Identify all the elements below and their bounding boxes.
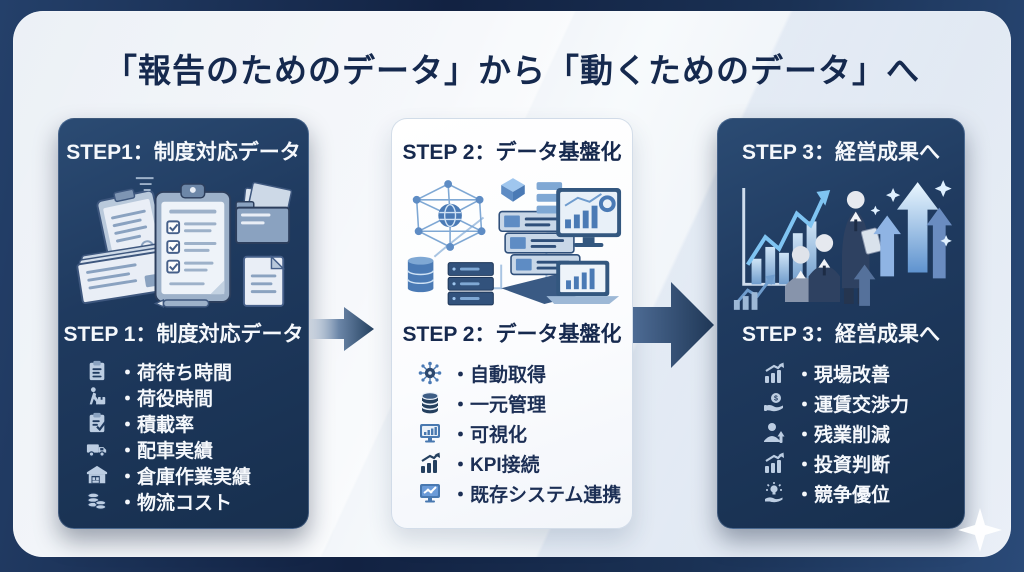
list-item: ・既存システム連携	[418, 478, 632, 508]
step1-header: STEP1：制度対応データ	[66, 141, 301, 164]
step1-documents-illustration	[75, 177, 292, 309]
step2-header: STEP 2：データ基盤化	[402, 141, 622, 164]
step1-item-list: ・荷待ち時間 ・荷役時間 ・積載率 ・配車実績 ・倉庫作業実績 ・物流コスト	[59, 358, 308, 514]
item-label: ・物流コスト	[118, 492, 233, 514]
list-item: ・競争優位	[762, 478, 964, 508]
idea-hand-icon	[762, 481, 786, 505]
item-label: ・現場改善	[795, 364, 891, 386]
database-icon	[418, 391, 442, 415]
list-item: ・一元管理	[418, 388, 632, 418]
step2-to-step3-arrow	[633, 282, 714, 368]
item-label: ・残業削減	[795, 424, 891, 446]
list-item: ・物流コスト	[85, 488, 308, 514]
step3-item-list: ・現場改善 $ ・運賃交渉力 ・残業削減 ・投資判断 ・競争優位	[718, 358, 964, 508]
step3-panel: STEP 3：経営成果へ	[717, 118, 965, 529]
item-label: ・荷待ち時間	[118, 362, 233, 384]
list-item: ・現場改善	[762, 358, 964, 388]
step2-subtitle: STEP 2：データ基盤化	[402, 323, 622, 346]
system-link-icon	[418, 481, 442, 505]
clipboard-check-icon	[85, 411, 109, 435]
list-item: ・積載率	[85, 410, 308, 436]
list-item: ・投資判断	[762, 448, 964, 478]
truck-icon	[85, 437, 109, 461]
item-label: ・既存システム連携	[451, 484, 622, 506]
page-title: 「報告のためのデータ」から「動くためのデータ」へ	[104, 52, 920, 89]
item-label: ・配車実績	[118, 440, 214, 462]
cargo-worker-icon	[85, 385, 109, 409]
clipboard-icon	[85, 359, 109, 383]
list-item: ・残業削減	[762, 418, 964, 448]
list-item: ・荷役時間	[85, 384, 308, 410]
monitor-chart-icon	[418, 421, 442, 445]
step1-to-step2-arrow	[310, 307, 374, 351]
item-label: ・自動取得	[451, 364, 547, 386]
step1-panel: STEP1：制度対応データ	[58, 118, 309, 529]
step3-header: STEP 3：経営成果へ	[742, 141, 940, 164]
step2-item-list: ・自動取得 ・一元管理 ・可視化 ・KPI接続 ・既存システム連携	[392, 358, 632, 508]
item-label: ・可視化	[451, 424, 528, 446]
item-label: ・運賃交渉力	[795, 394, 910, 416]
step1-subtitle: STEP 1：制度対応データ	[63, 323, 304, 346]
list-item: ・倉庫作業実績	[85, 462, 308, 488]
item-label: ・一元管理	[451, 394, 547, 416]
item-label: ・倉庫作業実績	[118, 466, 252, 488]
item-label: ・競争優位	[795, 484, 891, 506]
list-item: ・可視化	[418, 418, 632, 448]
kpi-chart-icon	[418, 451, 442, 475]
list-item: ・自動取得	[418, 358, 632, 388]
list-item: ・KPI接続	[418, 448, 632, 478]
sparkle-icon	[958, 508, 1002, 552]
warehouse-icon	[85, 463, 109, 487]
svg-text:$: $	[774, 396, 778, 403]
improvement-chart-icon	[762, 361, 786, 385]
list-item: ・配車実績	[85, 436, 308, 462]
list-item: ・荷待ち時間	[85, 358, 308, 384]
step2-panel: STEP 2：データ基盤化	[391, 118, 633, 529]
list-item: $ ・運賃交渉力	[762, 388, 964, 418]
hand-coin-icon: $	[762, 391, 786, 415]
step3-growth-illustration	[733, 180, 953, 310]
coins-icon	[85, 489, 109, 513]
investment-chart-icon	[762, 451, 786, 475]
step3-subtitle: STEP 3：経営成果へ	[742, 323, 940, 346]
automation-gear-icon	[418, 361, 442, 385]
step2-data-platform-illustration	[407, 178, 622, 306]
item-label: ・KPI接続	[451, 454, 540, 476]
item-label: ・荷役時間	[118, 388, 214, 410]
item-label: ・積載率	[118, 414, 195, 436]
item-label: ・投資判断	[795, 454, 891, 476]
person-up-icon	[762, 421, 786, 445]
